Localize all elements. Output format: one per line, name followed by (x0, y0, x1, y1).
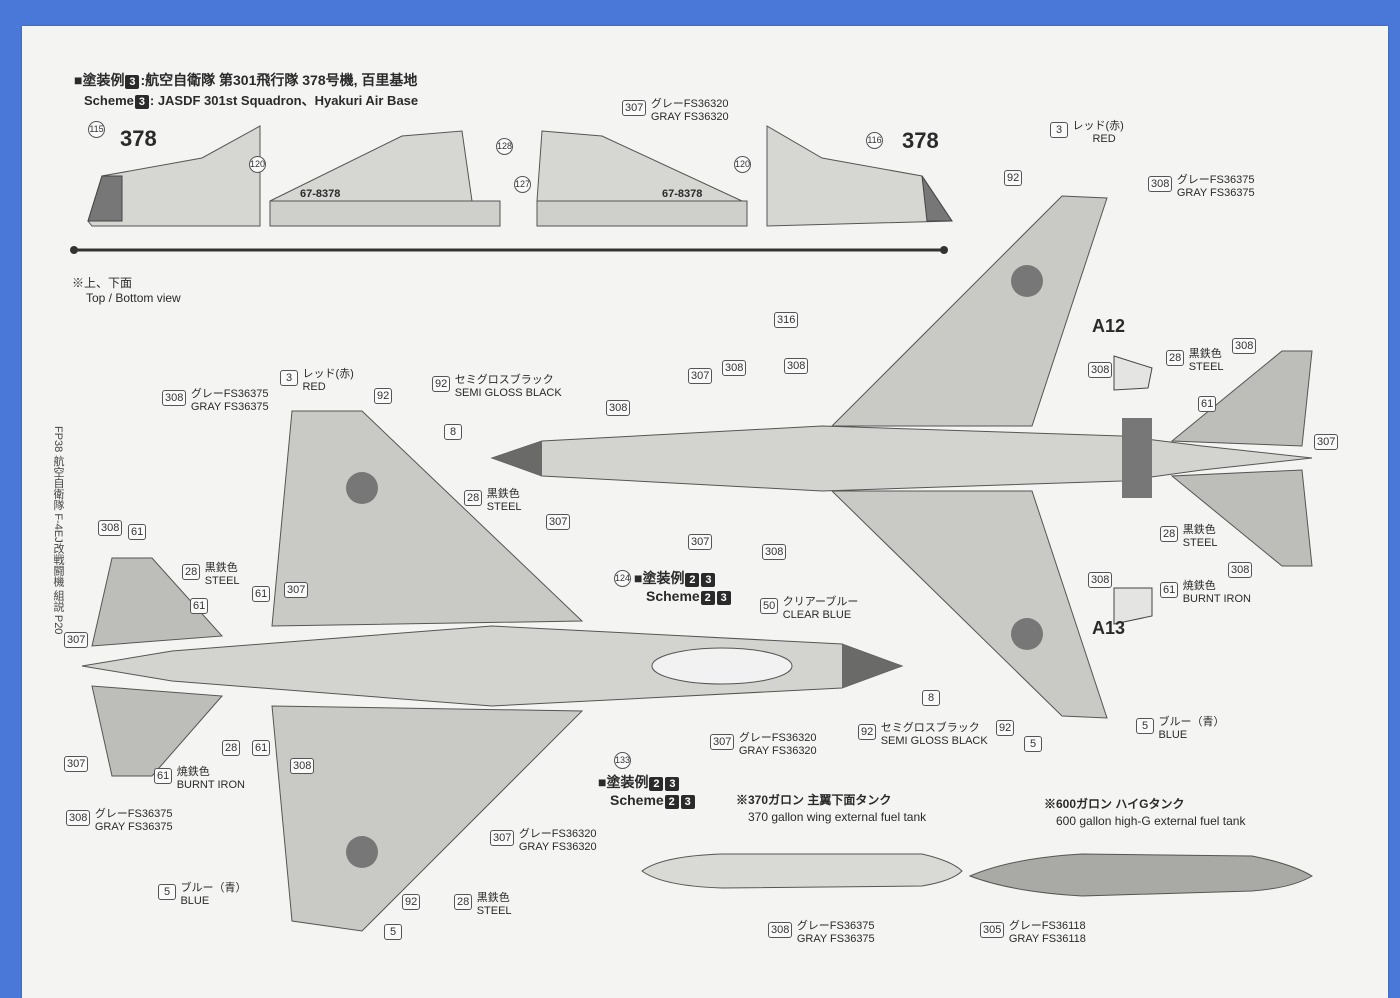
side-view-tail-right (536, 130, 748, 227)
decal-tag-124: 124 (614, 570, 631, 587)
tag-308-intake-top: 308 (722, 360, 747, 376)
tag-308-a13: 308 (1088, 572, 1113, 588)
tag-92-bottom: 92 (1004, 170, 1023, 186)
decal-number-378-left: 378 (120, 126, 157, 151)
decal-tag-127: 127 (514, 176, 531, 193)
tag-307-intake-top: 307 (688, 368, 713, 384)
decal-tag-120-left: 120 (249, 156, 266, 173)
decal-tag-115: 115 (88, 121, 105, 138)
callout-3-bottom: 3 レッド(赤)RED (1050, 120, 1124, 146)
top-view-aircraft (81, 410, 904, 932)
tank-600-drawing (968, 853, 1313, 897)
decal-tag-128: 128 (496, 138, 513, 155)
bottom-view-aircraft (490, 195, 1313, 719)
callout-5-blue: 5 ブルー（青）BLUE (158, 882, 246, 908)
tag-92-wingtip: 92 (402, 894, 421, 910)
part-a12-label: A12 (1092, 316, 1126, 336)
side-caption: FP38 航空自衛隊 F-4EJ改戦闘機 組説 P20 (52, 426, 64, 635)
scheme3-title-en: : JASDF 301st Squadron、Hyakuri Air Base (149, 93, 419, 108)
tag-61-b: 61 (252, 586, 271, 602)
part-a12-drawing (1113, 355, 1153, 391)
tag-316: 316 (774, 312, 799, 328)
side-view-tail-left (269, 130, 501, 227)
callout-5-bottom: 5 ブルー（青）BLUE (1136, 716, 1224, 742)
part-a13-label: A13 (1092, 618, 1126, 638)
decal-number-378-right: 378 (902, 128, 939, 153)
side-view-nose-left (87, 125, 261, 227)
tag-307-intake-bottom: 307 (688, 534, 713, 550)
tag-28-lower: 28 (222, 740, 241, 756)
tag-308-a12: 308 (1088, 362, 1113, 378)
tag-308-canopy: 308 (606, 400, 631, 416)
tail-serial-right: 67-8378 (662, 188, 703, 200)
decal-tag-120-right: 120 (734, 156, 751, 173)
tag-308-pylon: 308 (784, 358, 809, 374)
tag-61-lower: 61 (252, 740, 271, 756)
tag-308-tail: 308 (98, 520, 123, 536)
scheme-number: 3 (125, 75, 140, 89)
tag-5-wingtip-bottom: 5 (1024, 736, 1042, 752)
tag-307-tailcone: 307 (1314, 434, 1339, 450)
tag-307-nose: 307 (546, 514, 571, 530)
tag-5-wingtip: 5 (384, 924, 402, 940)
side-view-nose-right (766, 125, 953, 227)
tag-8-bottom: 8 (444, 424, 462, 440)
tag-308-fin-bottom: 308 (1232, 338, 1257, 354)
tag-307-lower-tail: 307 (64, 756, 89, 772)
tag-307-tail: 307 (64, 632, 89, 648)
tag-92-wingtip-bottom: 92 (996, 720, 1015, 736)
tag-307: 307 (284, 582, 309, 598)
part-a13-drawing (1113, 587, 1153, 625)
tag-8-top: 8 (922, 690, 940, 706)
tag-308-intake-bottom: 308 (762, 544, 787, 560)
tag-92-top: 92 (374, 388, 393, 404)
tag-308-wing: 308 (290, 758, 315, 774)
tank-370-drawing (641, 853, 963, 889)
decal-tag-133: 133 (614, 752, 631, 769)
tag-61-tail: 61 (128, 524, 147, 540)
tail-serial-left: 67-8378 (300, 188, 341, 200)
decal-tag-116: 116 (866, 132, 883, 149)
tag-308-fin-lower: 308 (1228, 562, 1253, 578)
scheme-number: 3 (134, 95, 149, 109)
callout-3-top: 3 レッド(赤)RED (280, 368, 354, 394)
tag-61: 61 (190, 598, 209, 614)
aircraft-drawings (70, 125, 1313, 932)
scheme3-title-jp: :航空自衛隊 第301飛行隊 378号機, 百里基地 (140, 72, 418, 88)
tag-61-fin: 61 (1198, 396, 1217, 412)
scheme-label-jp: ■塗装例 (74, 72, 125, 88)
scheme-label-en: Scheme (84, 93, 134, 108)
